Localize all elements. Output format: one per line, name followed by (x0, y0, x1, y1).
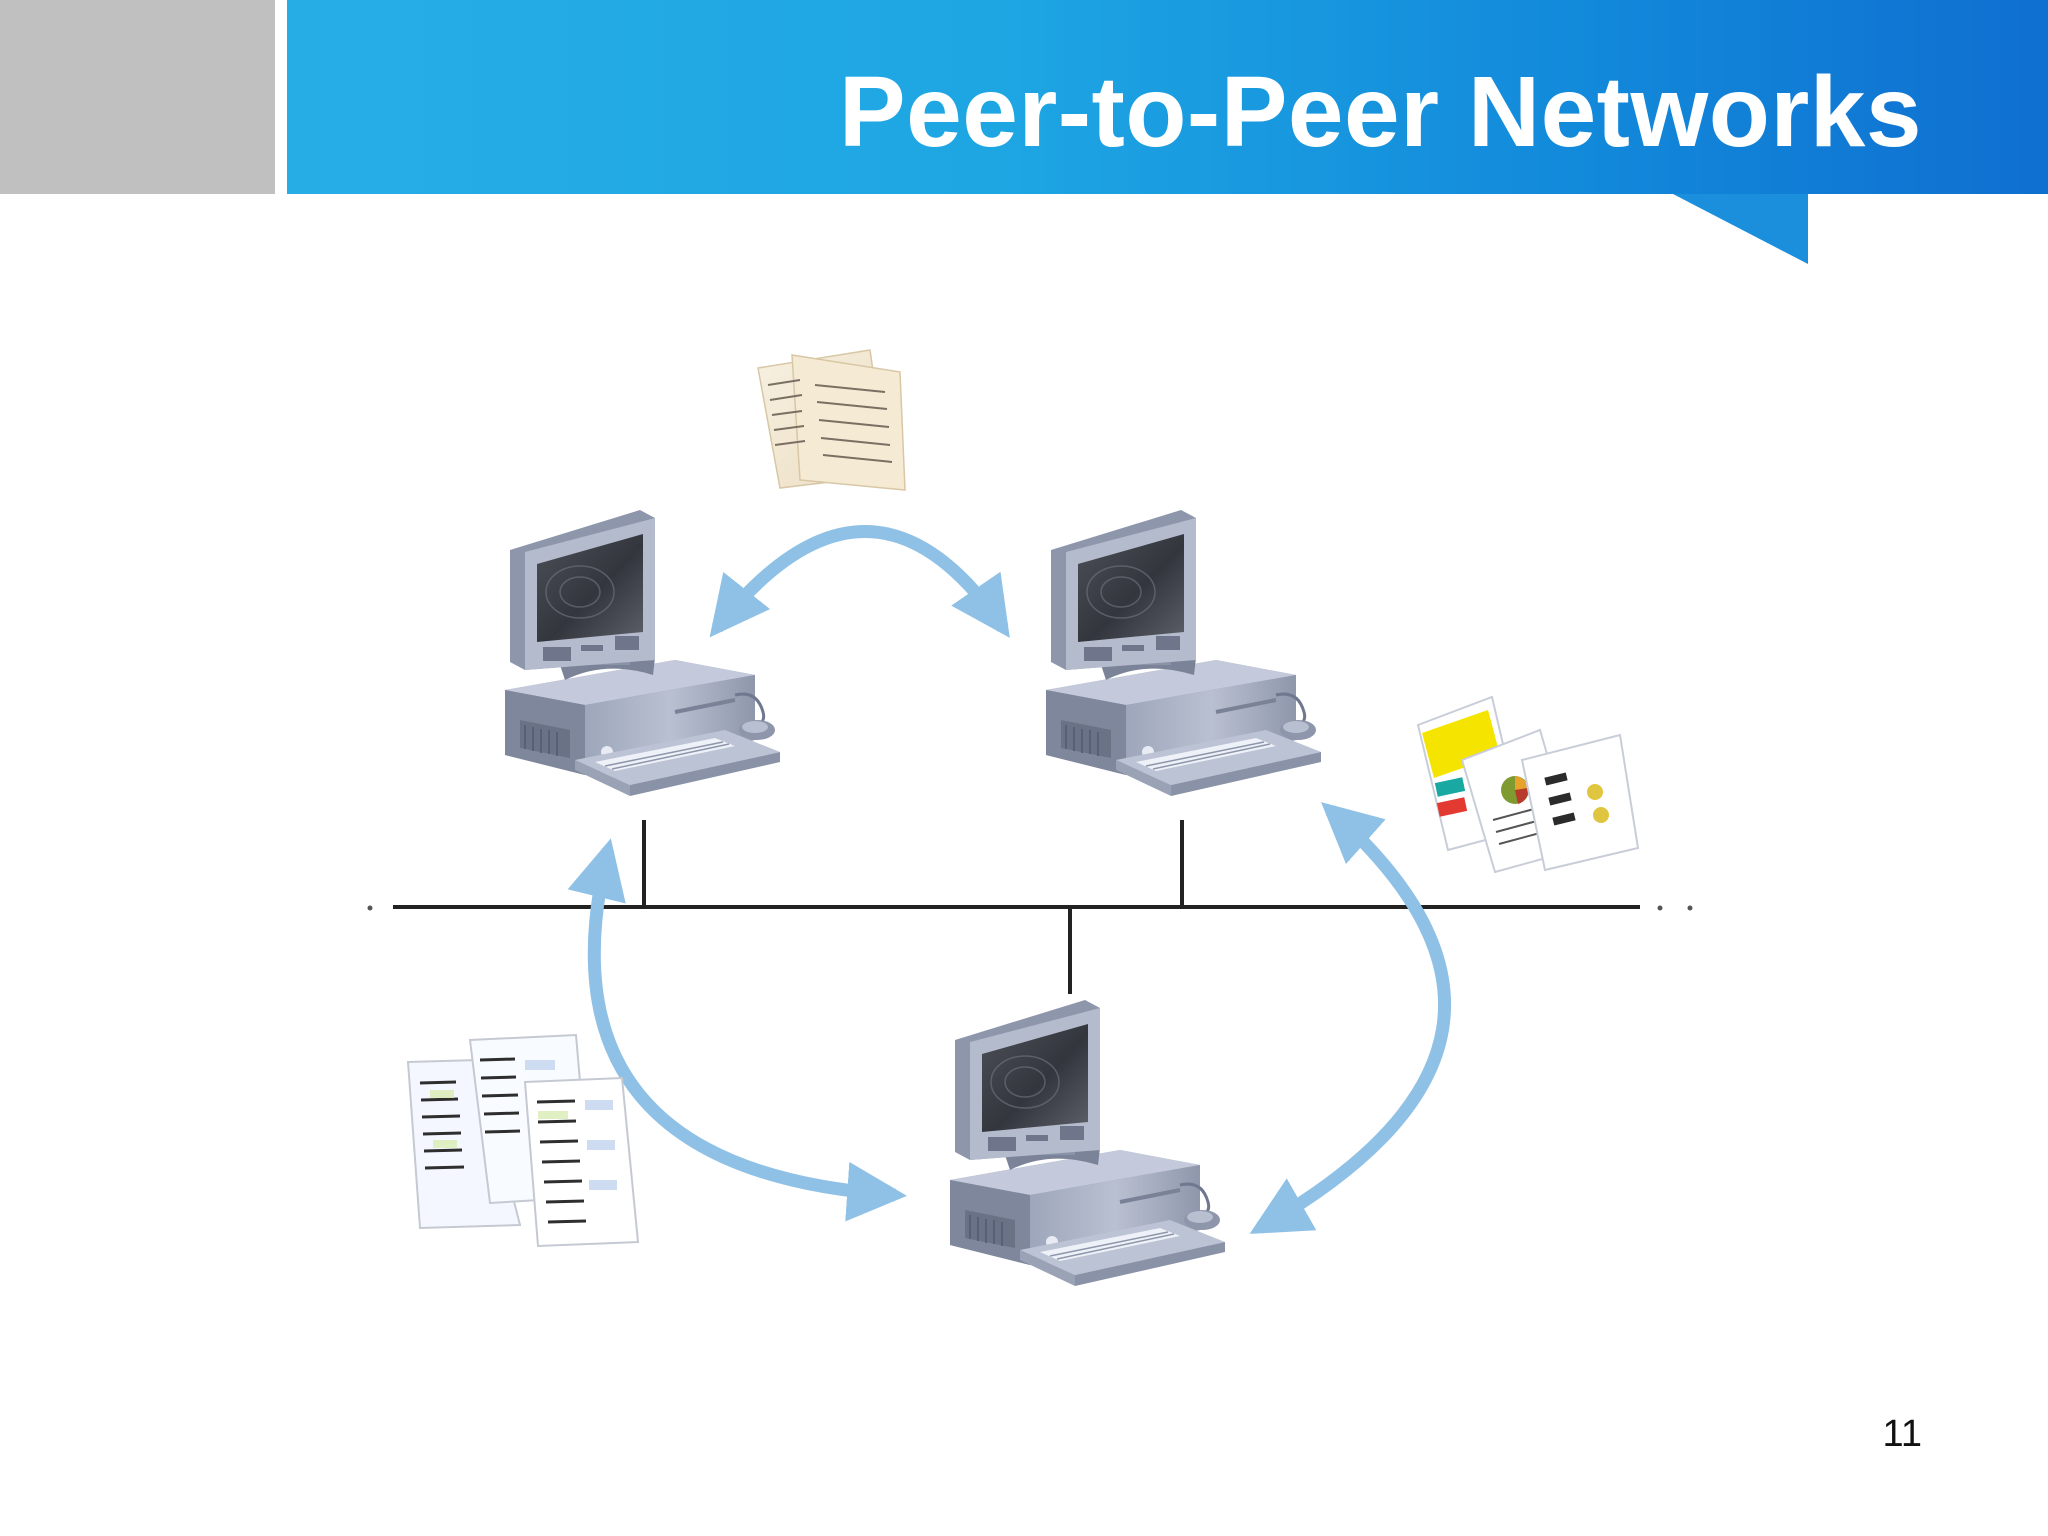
computer-bottom (948, 998, 1227, 1288)
banner-pointer (1673, 194, 1808, 264)
shared-documents-top (757, 349, 906, 491)
computer-top-left (503, 508, 782, 798)
shared-documents-left (406, 1033, 640, 1248)
gray-corner-block (0, 0, 275, 194)
bus-end-dot-left (367, 905, 373, 911)
arrow-left (567, 838, 907, 1222)
arrow-right (1249, 802, 1451, 1234)
arrow-top (709, 525, 1010, 638)
computer-top-right (1044, 508, 1323, 798)
slide-title: Peer-to-Peer Networks (838, 56, 1922, 168)
title-banner: Peer-to-Peer Networks (287, 0, 2048, 194)
bus-end-dot-right (1657, 905, 1663, 911)
bus-end-dot-right-2 (1687, 905, 1693, 911)
page-number: 11 (1882, 1413, 1922, 1455)
shared-documents-right (1416, 695, 1640, 874)
